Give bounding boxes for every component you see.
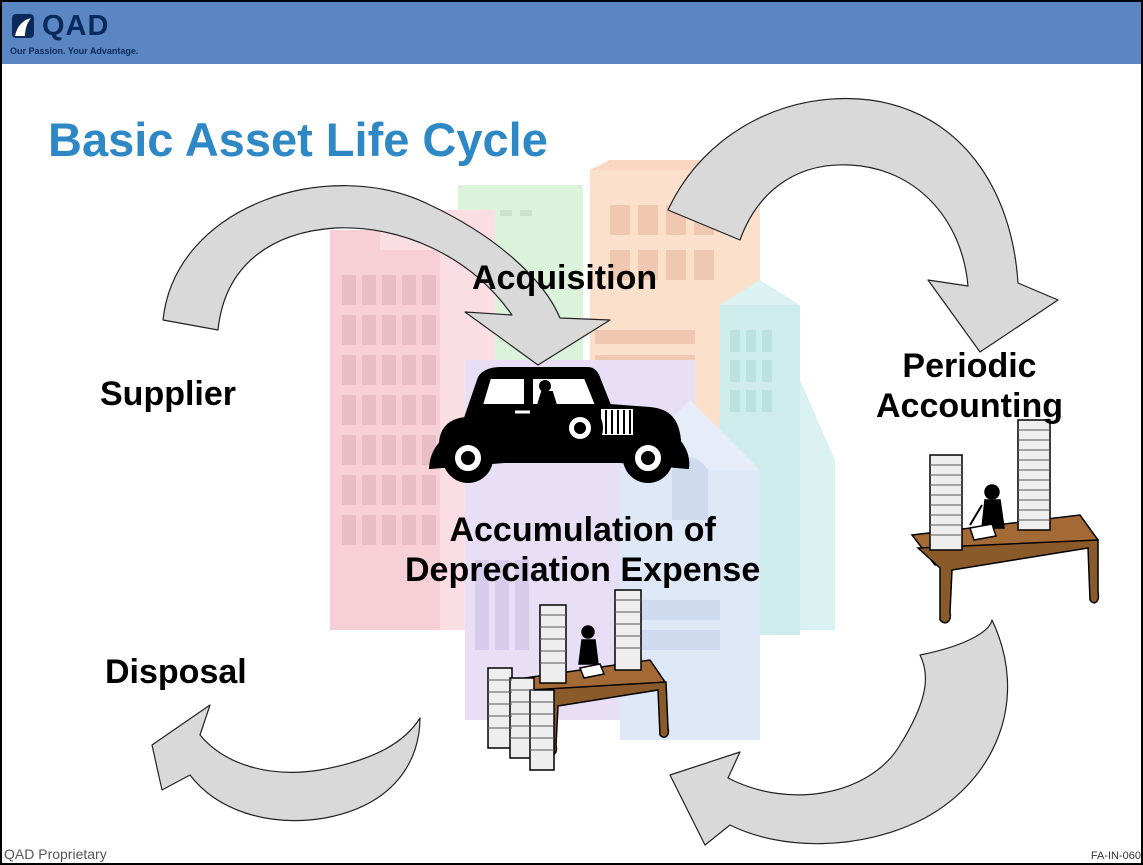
- arrow-bottom-right: [669, 619, 1009, 846]
- label-acquisition: Acquisition: [472, 259, 658, 297]
- label-accumulation-line-1: Accumulation of: [449, 511, 716, 549]
- logo-tagline: Our Passion. Your Advantage.: [10, 46, 139, 56]
- label-supplier: Supplier: [100, 375, 237, 413]
- logo-wordmark: QAD: [42, 10, 110, 42]
- label-disposal: Disposal: [105, 653, 247, 691]
- footer-proprietary: QAD Proprietary: [4, 846, 107, 862]
- label-accumulation-of-depreciation: Accumulation of Depreciation Expense: [405, 510, 760, 590]
- qad-logo: QAD Our Passion. Your Advantage.: [10, 8, 210, 64]
- label-accumulation-line-2: Depreciation Expense: [405, 551, 761, 589]
- footer-slide-code: FA-IN-060: [1090, 850, 1141, 862]
- arrow-top-right: [667, 97, 1059, 353]
- arrow-top-left: [162, 185, 611, 366]
- label-periodic-accounting: Periodic Accounting: [876, 346, 1063, 426]
- arrow-bottom-left: [151, 704, 421, 822]
- header-bar: QAD Our Passion. Your Advantage.: [2, 2, 1141, 64]
- label-periodic-line-2: Accounting: [876, 387, 1063, 425]
- qad-logo-mark-icon: [12, 14, 34, 38]
- slide-title: Basic Asset Life Cycle: [48, 113, 548, 166]
- label-periodic-line-1: Periodic: [902, 347, 1037, 385]
